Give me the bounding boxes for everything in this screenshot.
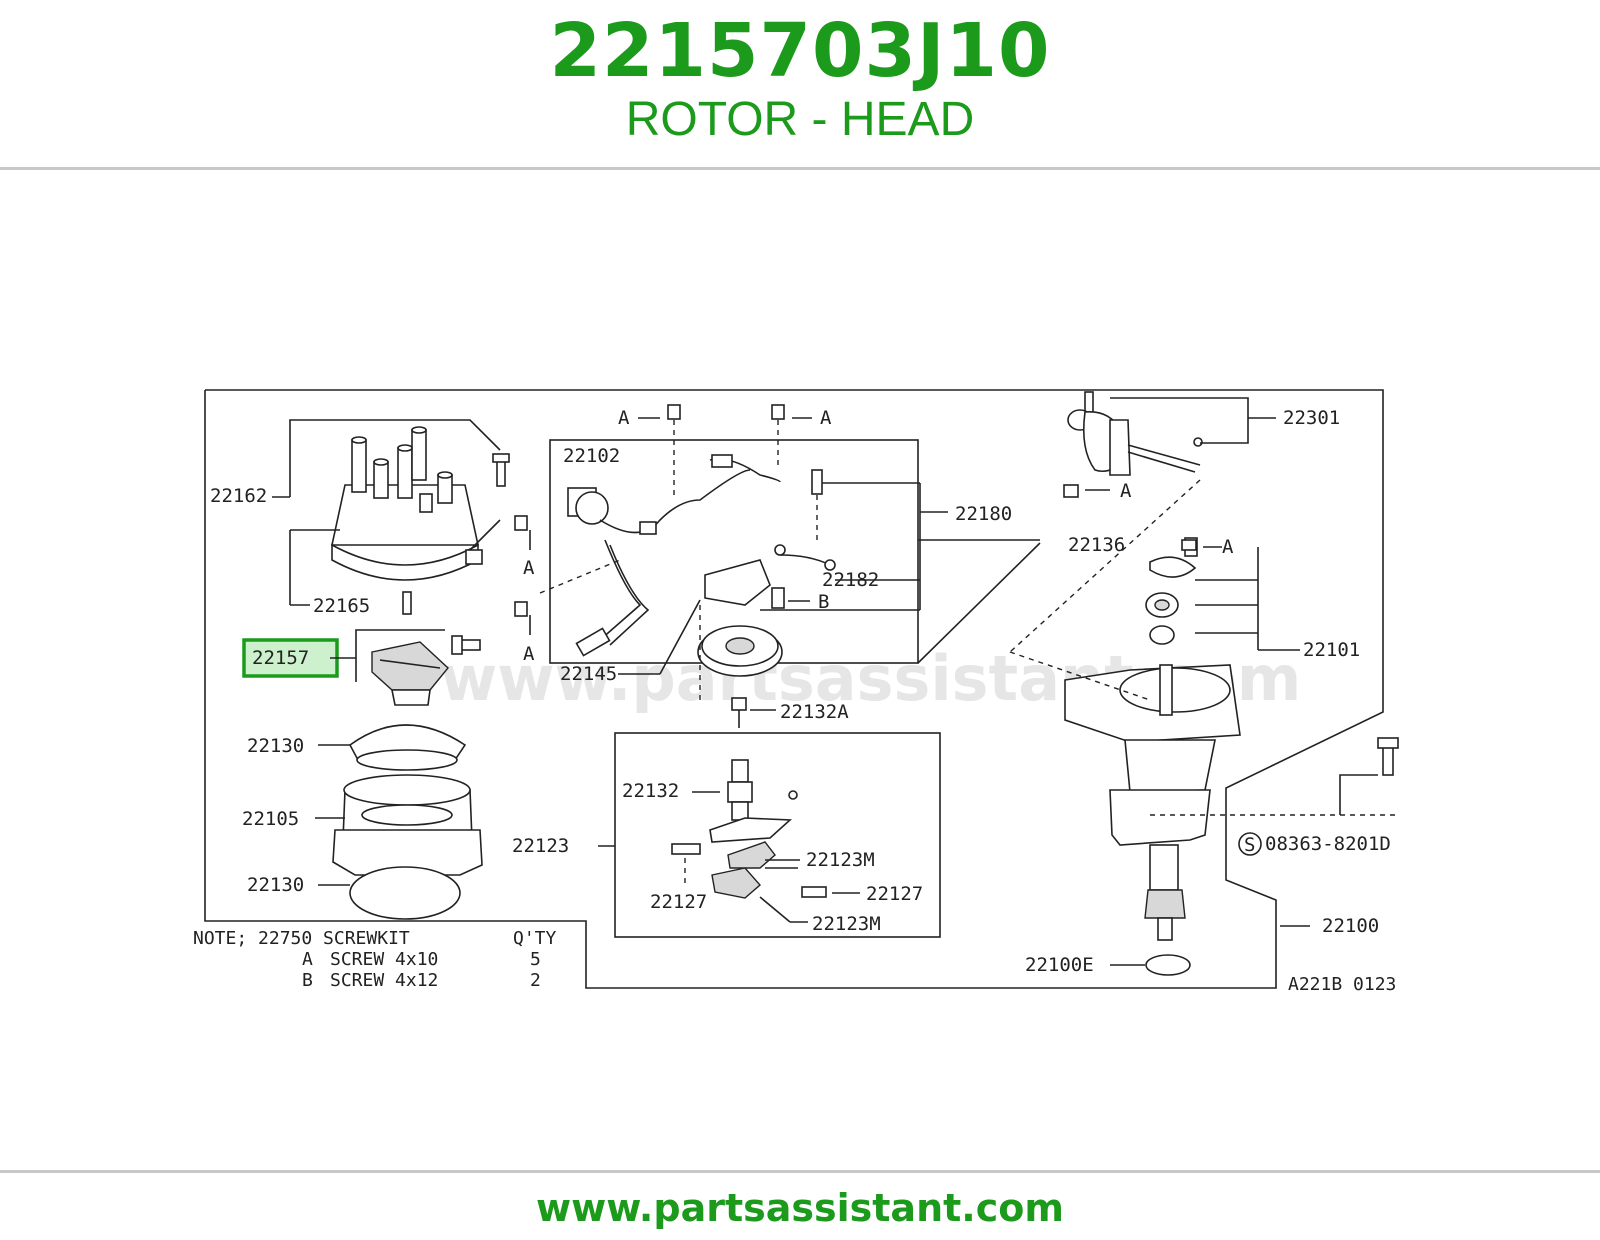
screw-a4 (514, 601, 528, 617)
rotor-head (371, 641, 449, 706)
screw-08363 (1382, 744, 1394, 776)
housing (332, 774, 483, 876)
label-22165: 22165 (313, 595, 370, 617)
page-header: 2215703J10 ROTOR - HEAD (0, 0, 1600, 168)
distributor-body (1064, 537, 1241, 941)
screw-a3 (514, 515, 528, 531)
label-22123m-bottom: 22123M (812, 913, 881, 935)
screw-22132a (731, 697, 747, 711)
header-divider (0, 167, 1600, 170)
note-row-b-qty: 2 (530, 970, 541, 991)
gasket-bottom (349, 866, 461, 920)
screw-a5 (1063, 484, 1079, 498)
label-22130-top: 22130 (247, 735, 304, 757)
label-screw-a4: A (523, 643, 535, 665)
note-row-a-code: A (302, 949, 313, 970)
carbon-point (402, 591, 412, 615)
pickup-coil-assembly (567, 454, 836, 677)
note-row-b-code: B (302, 970, 313, 991)
note-row-a-desc: SCREW 4x10 (330, 949, 438, 970)
label-22136: 22136 (1068, 534, 1125, 556)
label-22132: 22132 (622, 780, 679, 802)
label-22130-bottom: 22130 (247, 874, 304, 896)
label-screw-a6: A (1222, 536, 1234, 558)
label-22132a: 22132A (780, 701, 849, 723)
label-screw-a1: A (618, 407, 630, 429)
label-08363-8201d: 08363-8201D (1265, 833, 1391, 855)
governor-group-box (614, 732, 941, 938)
s-symbol: S (1244, 834, 1255, 856)
label-22127-right: 22127 (866, 883, 923, 905)
gasket-top (348, 724, 467, 771)
part-number-title: 2215703J10 (549, 8, 1051, 94)
label-screw-a3: A (523, 557, 535, 579)
label-22100e: 22100E (1025, 954, 1094, 976)
distributor-cap (331, 426, 483, 581)
screw-a1 (667, 404, 681, 420)
label-22101: 22101 (1303, 639, 1360, 661)
o-ring (1145, 954, 1191, 976)
vacuum-advance (1067, 391, 1203, 476)
label-screw-a2: A (820, 407, 832, 429)
label-22162: 22162 (210, 485, 267, 507)
label-22127-left: 22127 (650, 891, 707, 913)
rotor-screw (459, 639, 481, 651)
note-row-a-qty: 5 (530, 949, 541, 970)
outer-border (204, 389, 1384, 989)
note-qty-header: Q'TY (513, 928, 557, 949)
label-22145: 22145 (560, 663, 617, 685)
label-22301: 22301 (1283, 407, 1340, 429)
part-name-subtitle: ROTOR - HEAD (625, 93, 975, 146)
figure-code: A221B 0123 (1288, 974, 1396, 995)
label-22105: 22105 (242, 808, 299, 830)
label-22182: 22182 (822, 569, 879, 591)
screw-b (771, 587, 785, 609)
label-22123m-top: 22123M (806, 849, 875, 871)
footer-divider (0, 1170, 1600, 1173)
note-line-1: NOTE; 22750 SCREWKIT (193, 928, 410, 949)
label-22100: 22100 (1322, 915, 1379, 937)
label-22157[interactable]: 22157 (252, 647, 309, 669)
label-screw-a5: A (1120, 480, 1132, 502)
label-22102: 22102 (563, 445, 620, 467)
screw-a2 (771, 404, 785, 420)
label-screw-b: B (818, 591, 829, 613)
governor-assembly (671, 759, 827, 899)
screw-a6 (1181, 539, 1197, 551)
label-22123: 22123 (512, 835, 569, 857)
label-22180: 22180 (955, 503, 1012, 525)
footer-website-link[interactable]: www.partsassistant.com (536, 1186, 1064, 1230)
s-symbol-circle (1238, 832, 1262, 856)
note-row-b-desc: SCREW 4x12 (330, 970, 438, 991)
